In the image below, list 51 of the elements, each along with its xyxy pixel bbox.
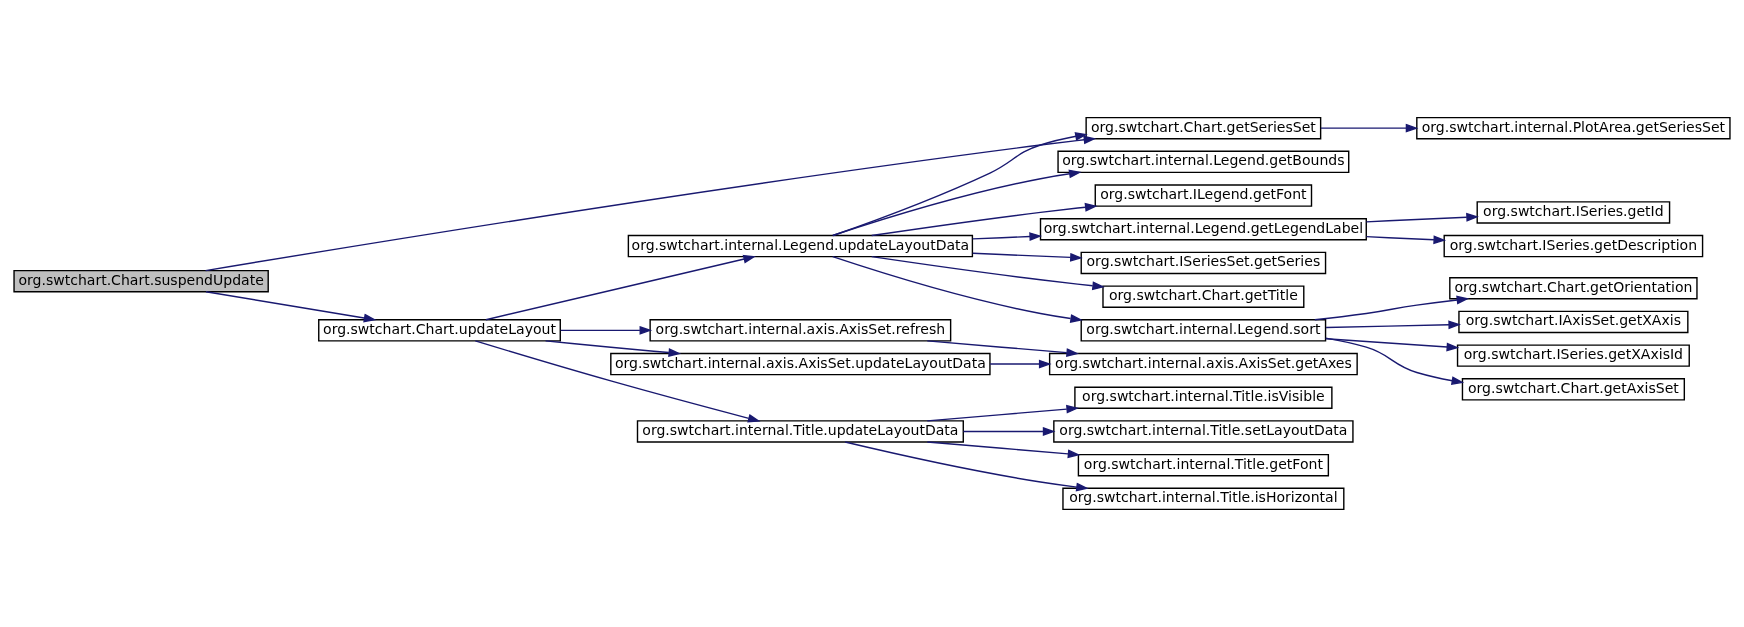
arrow [844,441,1089,492]
node-box: org.swtchart.Chart.updateLayout [318,319,561,342]
node-box: org.swtchart.internal.Legend.sort [1080,319,1327,342]
node-box: org.swtchart.ISeries.getId [1476,201,1671,224]
node-box: org.swtchart.internal.Title.isHorizontal [1062,487,1345,511]
node-box: org.swtchart.internal.Legend.getBounds [1057,150,1350,174]
node-box: org.swtchart.Chart.getTitle [1102,285,1305,308]
arrow [926,441,1081,459]
node-box: org.swtchart.internal.Title.getFont [1077,453,1330,477]
node-box: org.swtchart.internal.Title.setLayoutData [1053,420,1354,443]
node-box: org.swtchart.internal.Title.isVisible [1074,386,1333,409]
node-box: org.swtchart.internal.axis.AxisSet.refresh [649,319,952,342]
arrow [474,340,761,423]
arrow [926,340,1079,358]
arrow [485,254,756,321]
arrow [971,232,1043,241]
node-box: org.swtchart.internal.Legend.updateLayoutData [627,234,974,258]
arrow [962,427,1056,436]
arrow [204,135,1097,272]
arrow [831,255,1083,323]
node-box: org.swtchart.ILegend.getFont [1094,184,1313,207]
arrow [544,340,682,357]
arrow [926,404,1079,422]
arrow [1320,123,1419,133]
node-box: org.swtchart.ISeries.getDescription [1443,234,1704,258]
arrow [205,291,377,323]
node-box: org.swtchart.IAxisSet.getXAxis [1458,310,1689,334]
node-box: org.swtchart.Chart.getSeriesSet [1085,116,1322,140]
node-box: org.swtchart.internal.PlotArea.getSeriesSet [1416,116,1731,140]
arrow [831,169,1082,237]
node-box: org.swtchart.ISeriesSet.getSeries [1080,251,1327,275]
arrow [832,132,1088,237]
node-box: org.swtchart.Chart.getAxisSet [1461,378,1685,401]
node-box: org.swtchart.internal.Title.updateLayoutData [636,420,964,443]
node-box: org.swtchart.Chart.suspendUpdate [13,269,269,293]
node-box: org.swtchart.Chart.getOrientation [1449,277,1698,300]
arrow [989,359,1052,369]
arrow [1365,212,1479,223]
arrow [1325,338,1460,352]
arrow [1324,337,1465,385]
arrow [971,252,1083,262]
node-box: org.swtchart.internal.axis.AxisSet.updateLayoutData [610,352,991,376]
arrow [559,325,653,335]
arrow [1365,235,1447,245]
node-box: org.swtchart.ISeries.getXAxisId [1456,344,1690,367]
arrow [871,255,1105,291]
arrow [1314,295,1470,321]
node-box: org.swtchart.internal.axis.AxisSet.getAxes [1048,352,1358,376]
arrow [871,202,1098,237]
node-box: org.swtchart.internal.Legend.getLegendLabel [1039,218,1367,241]
arrow [1325,320,1462,330]
